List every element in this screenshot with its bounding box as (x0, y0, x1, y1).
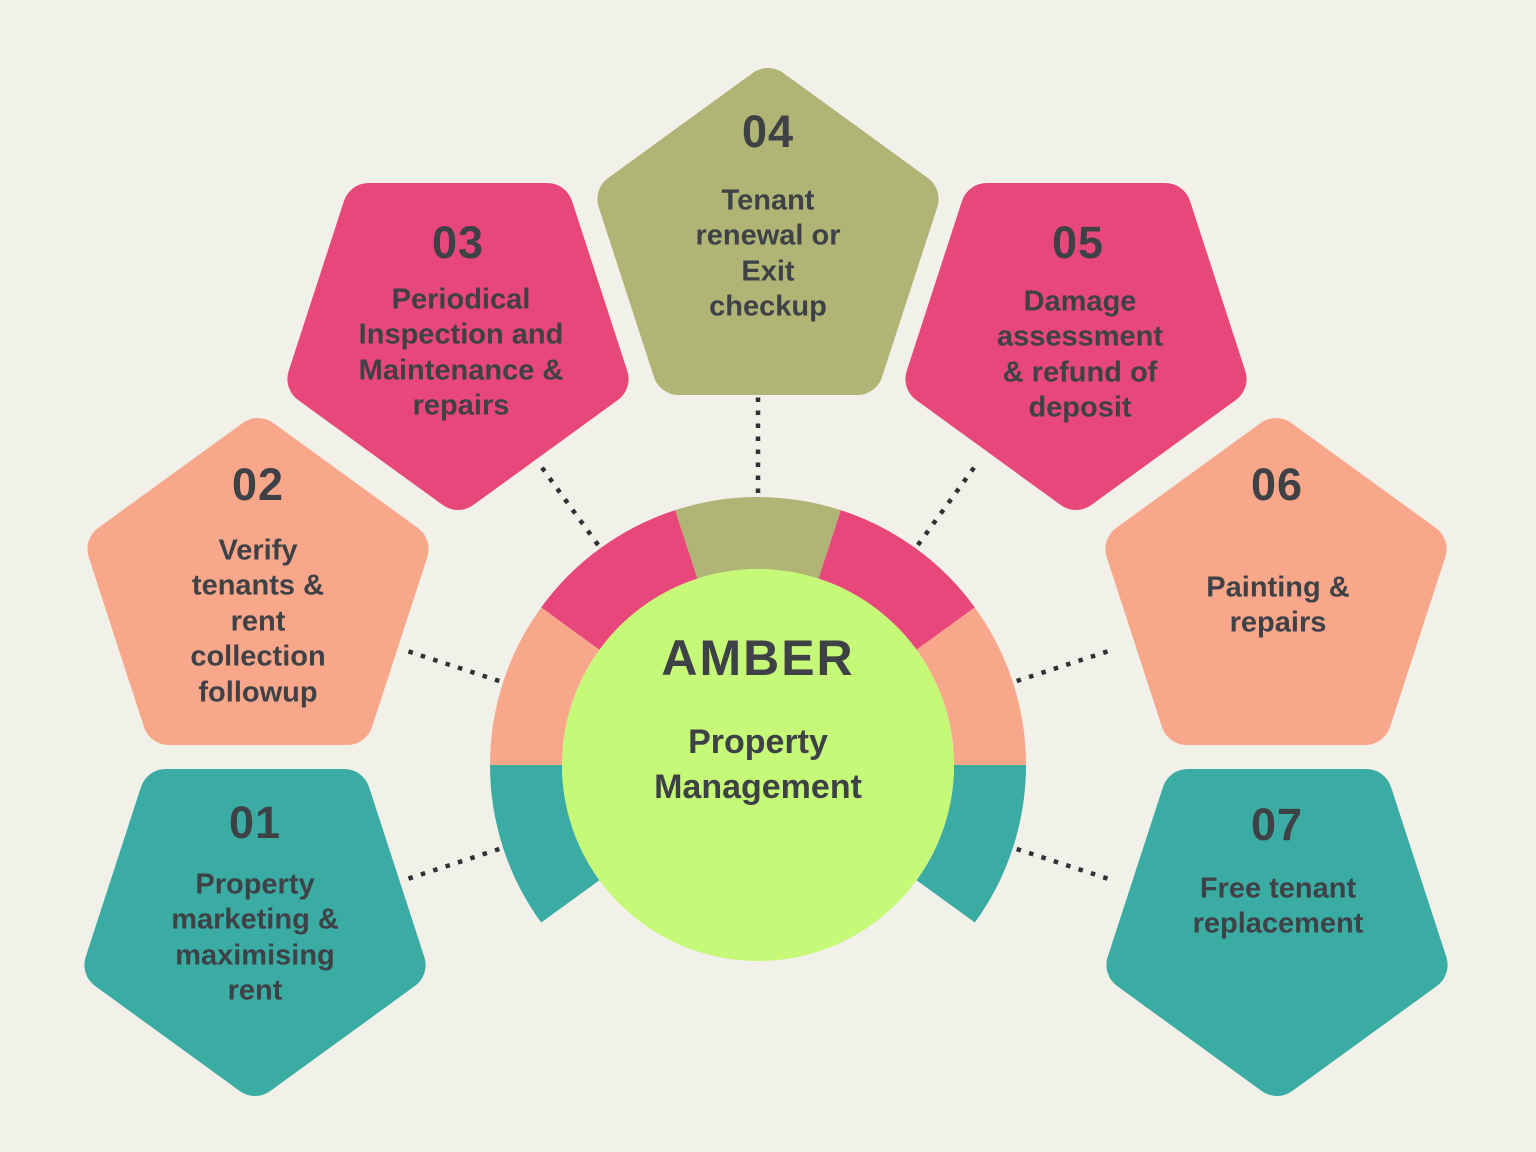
center-title: AMBER (661, 630, 855, 686)
step-07-label: Free tenant replacement (1192, 872, 1364, 940)
pentagon-03-shape (287, 183, 629, 510)
step-01-number: 01 (228, 797, 282, 848)
ring-segment-05 (817, 510, 975, 651)
connector-line-05 (916, 465, 977, 547)
step-03-label: Periodical Inspection and Maintenance & … (358, 283, 564, 422)
ring-segment-01 (490, 764, 600, 923)
step-03-number: 03 (431, 217, 485, 268)
center-subtitle: Property Management (654, 723, 862, 806)
pentagon-04-shape (597, 68, 939, 395)
pentagon-02-shape (87, 418, 429, 745)
step-01-label: Property marketing & maximising rent (171, 868, 339, 1007)
ring-segment-07 (916, 764, 1026, 923)
step-04-label: Tenant renewal or Exit checkup (695, 184, 841, 323)
step-06-number: 06 (1250, 459, 1304, 510)
connector-line-07 (1016, 846, 1109, 881)
step-05-number: 05 (1051, 217, 1105, 268)
ring-segment-02 (490, 607, 600, 766)
step-06-label: Painting & repairs (1206, 571, 1350, 639)
ring-segment-03 (541, 510, 699, 651)
pentagon-06-shape (1105, 418, 1447, 745)
color-ring (490, 497, 1026, 923)
connector-line-02 (407, 649, 500, 684)
connector-line-03 (539, 465, 600, 547)
pentagons (84, 68, 1448, 1096)
pentagon-07-shape (1106, 769, 1448, 1096)
step-07-number: 07 (1250, 799, 1304, 850)
step-05-label: Damage assessment & refund of deposit (996, 285, 1164, 424)
ring-segment-04 (675, 497, 841, 579)
connector-line-06 (1016, 649, 1109, 684)
connector-lines (407, 397, 1109, 881)
pentagon-05-shape (905, 183, 1247, 510)
step-02-label: Verify tenants & rent collection followu… (190, 534, 326, 709)
pentagon-01-shape (84, 769, 426, 1096)
connector-line-01 (407, 846, 500, 881)
center-circle (562, 569, 954, 961)
step-02-number: 02 (231, 459, 285, 510)
step-04-number: 04 (741, 106, 795, 157)
ring-segment-06 (916, 607, 1026, 766)
